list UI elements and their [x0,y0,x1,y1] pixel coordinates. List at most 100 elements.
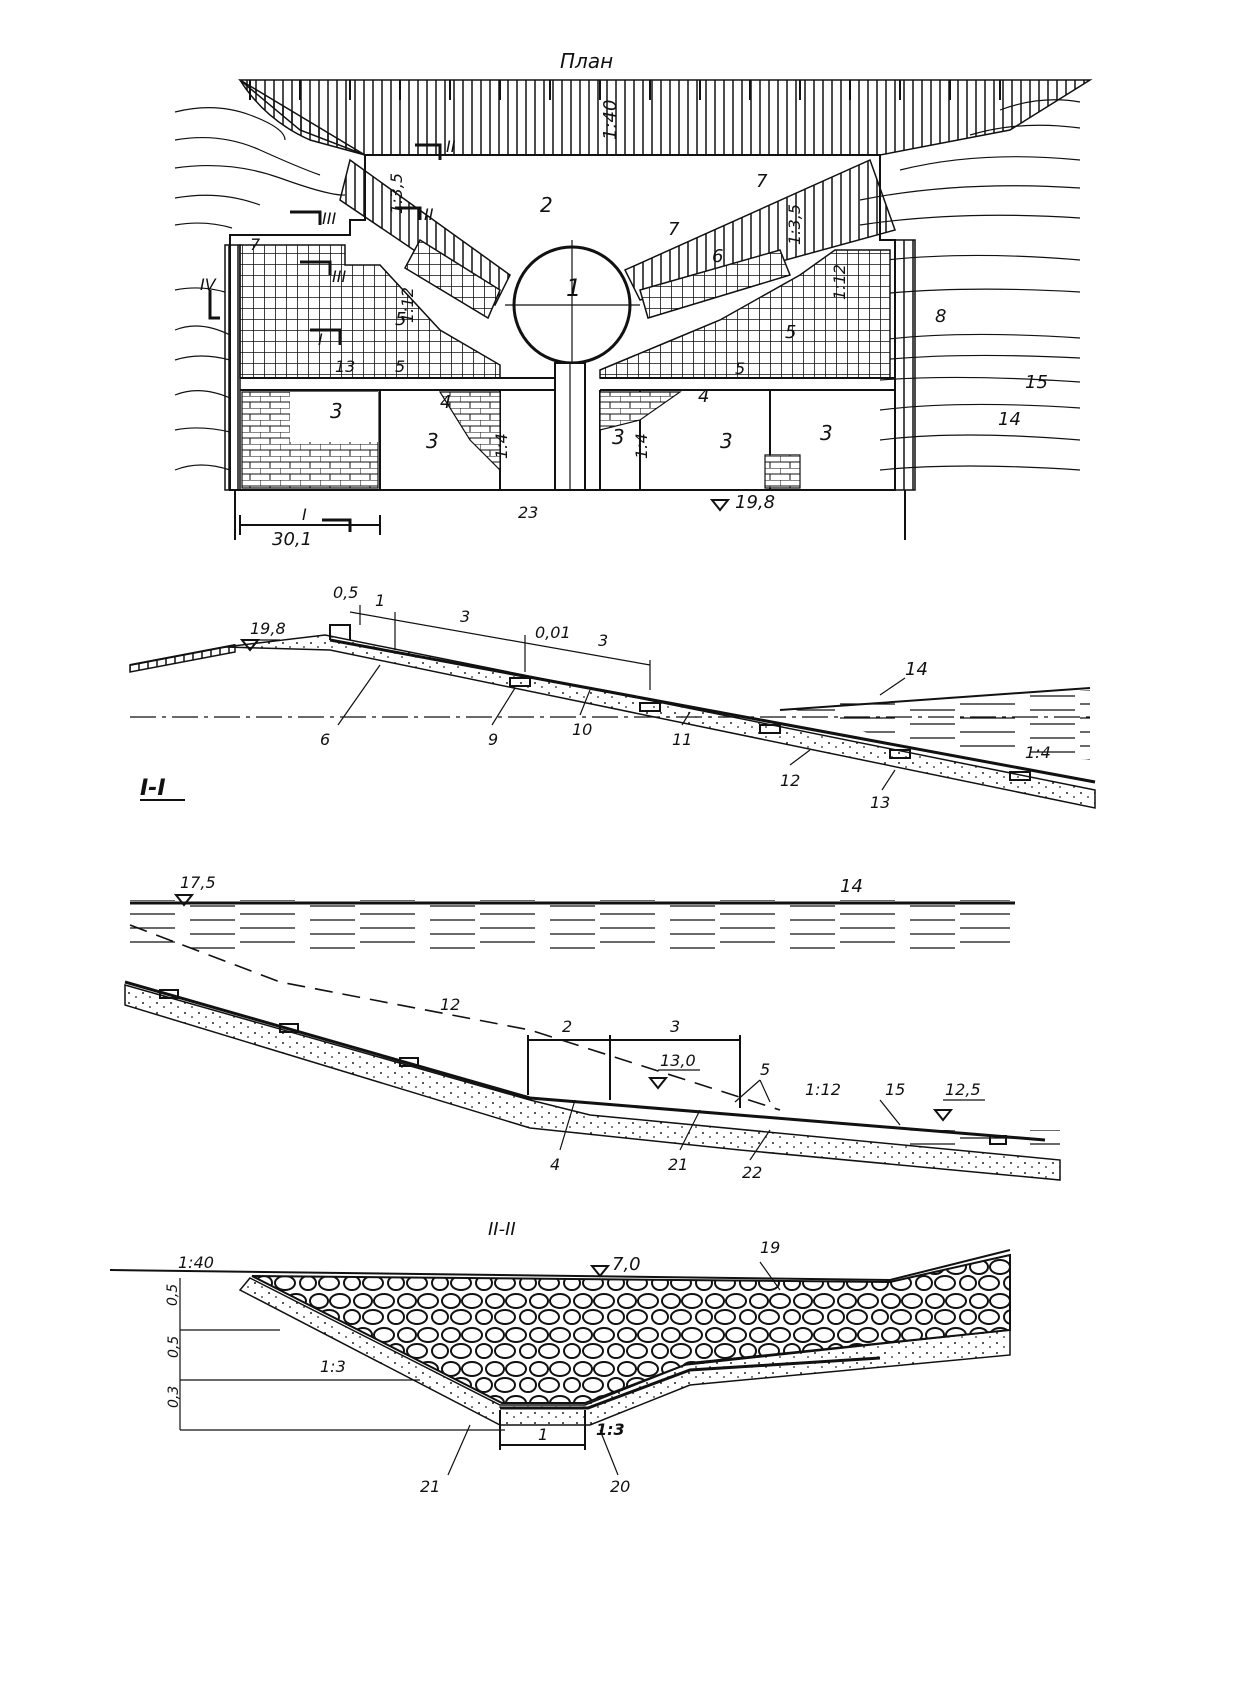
label-3a: 3 [330,399,343,423]
low-elevation-1: 13,0 [660,1051,696,1070]
s2-dim-bottom: 1 [538,1425,548,1444]
s2-slope-top: 1:40 [178,1253,214,1272]
water-surface [780,690,1090,760]
section-mark-i-bottom: I [302,505,307,524]
low-elevation-2: 12,5 [945,1080,981,1099]
label-14: 14 [998,409,1021,430]
s1-dim-3: 0,01 [535,623,571,642]
right-arm [623,158,896,301]
low-label-12: 12 [440,995,460,1014]
s1-label-6: 6 [320,730,330,749]
plan-frame [229,154,896,491]
section-mark-iii-b: III [332,267,346,286]
elevation-triangle-17 [173,894,195,907]
plan-view: План [174,49,1093,550]
center-brick-wedge [438,391,501,472]
label-13: 13 [335,357,355,376]
s2-riprap [251,1253,1011,1404]
section-ii-ii: II-II 1:40 0,5 0,5 0,3 7,0 1:3 1:3 1 19 … [109,1219,1011,1496]
s1-dimension-line [349,605,651,690]
s2-label-19: 19 [760,1238,780,1257]
elevation-triangle-12 [932,1109,954,1122]
lower-dim-box [527,1035,741,1108]
label-4a: 4 [440,392,451,413]
section-mark-ii: II [424,205,434,224]
section-mark-i: I [318,330,323,349]
water-body [130,900,1010,950]
label-5d: 5 [735,359,745,378]
label-7a: 7 [250,235,261,254]
left-panel-cover [290,392,378,442]
slope-left-field: 1:12 [398,287,417,323]
right-edge-line [234,490,906,540]
slab-step [329,624,351,640]
water-line [779,687,1091,711]
label-2: 2 [540,193,553,217]
left-arm-paving [404,238,501,320]
s2-geotextile [500,1356,881,1410]
slope-mid-left: 1:4 [492,433,511,459]
slope-mid-right: 1:4 [632,433,651,459]
s1-dim-2: 3 [460,607,470,626]
lower-sand-layer [124,984,1061,1181]
label-5c: 5 [395,357,405,376]
section-i-i: 19,8 0,5 1 3 0,01 3 6 9 10 11 12 13 14 1… [129,583,1096,812]
s1-dim-1: 1 [375,591,385,610]
section-mark-ii-top: II [446,137,456,156]
s2-layer-0: 0,5 [165,1284,181,1306]
label-1: 1 [566,274,581,302]
label-15: 15 [1025,372,1048,393]
corner-brick [764,454,801,489]
s1-elevation: 19,8 [250,619,286,638]
s2-slope-right: 1:3 [596,1420,625,1439]
section-mark-iv: IV [200,275,217,294]
s2-top-line [109,1249,1011,1282]
s2-leaders [447,1261,781,1476]
s2-elevation: 7,0 [612,1254,641,1275]
low-label-4: 4 [550,1155,560,1174]
s2-slope-left: 1:3 [320,1357,346,1376]
s1-label-11: 11 [672,730,692,749]
low-slope: 1:12 [805,1080,841,1099]
plan-elevation: 19,8 [735,492,775,513]
label-3b: 3 [426,429,439,453]
label-5b: 5 [785,322,796,343]
low-label-21: 21 [668,1155,688,1174]
plan-labels: 1 2 3 3 3 3 3 4 4 5 5 5 5 6 7 7 7 8 13 1… [239,171,1048,550]
label-8: 8 [935,306,946,327]
joint-keys [509,677,1031,781]
plan-slope-top: 1:40 [600,100,621,140]
s1-label-9: 9 [488,730,498,749]
s2-label-21: 21 [420,1477,440,1496]
section-lower: 17,5 14 12 2 3 13,0 12,5 4 21 22 5 15 1:… [124,873,1061,1182]
s1-label-14: 14 [905,659,928,680]
label-3e: 3 [820,421,833,445]
s2-title: II-II [488,1219,516,1240]
s1-title: I-I [140,776,166,801]
right-brick-wedge [599,391,682,431]
label-5a: 5 [395,309,406,330]
section-mark-iii: III [322,209,336,228]
ground-hatch [129,644,236,673]
s2-layer-lines [179,1278,505,1431]
s1-label-12: 12 [780,771,800,790]
sand-layer [224,634,1096,809]
slope-left-arm: 1:3,5 [387,173,406,214]
label-7c: 7 [668,219,680,240]
s1-slope: 1:4 [1025,743,1051,762]
s2-layer-1: 0,5 [166,1336,182,1358]
plan-title: План [560,49,613,73]
s2-bottom-dim [499,1410,586,1450]
right-revetment [894,239,916,491]
slope-right-field: 1:12 [830,264,849,300]
width-dimension [239,515,381,535]
s1-dim-4: 3 [598,631,608,650]
elevation-triangle-7 [589,1265,611,1278]
left-revetment [224,244,241,491]
dashed-line-12 [129,924,781,1111]
label-23: 23 [518,503,538,522]
label-7b: 7 [756,171,768,192]
top-ruler-ticks [249,80,1001,100]
plan-width: 30,1 [272,529,312,550]
